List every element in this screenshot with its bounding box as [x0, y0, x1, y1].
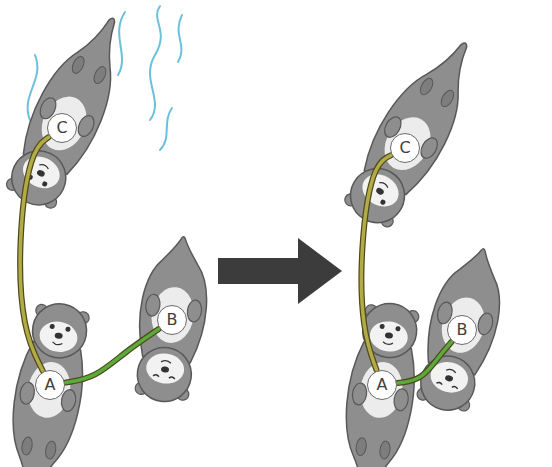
belly-badge: A: [367, 370, 397, 400]
otter-figure: [128, 232, 216, 405]
badge-letter: C: [56, 120, 67, 136]
badge-letter: B: [457, 322, 468, 338]
drift-line: [118, 12, 125, 75]
strand-fill: [20, 137, 49, 371]
belly-badge: B: [447, 315, 477, 345]
belly-badge: B: [157, 305, 187, 335]
belly-badge: C: [47, 113, 77, 143]
transition-arrow: [218, 238, 342, 304]
strand-outline: [398, 342, 452, 383]
otter-figure: [336, 27, 494, 235]
kelp-strand: [20, 137, 49, 371]
badge-letter: A: [377, 377, 388, 393]
strand-outline: [66, 329, 159, 383]
strand-fill: [361, 155, 390, 370]
belly-badge: C: [390, 133, 420, 163]
badge-letter: A: [45, 377, 56, 393]
kelp-strand: [398, 342, 452, 383]
strand-fill: [66, 329, 159, 383]
kelp-strand: [361, 155, 390, 370]
drift-line: [160, 108, 172, 150]
otter-figure: [409, 240, 515, 417]
badge-letter: C: [399, 140, 410, 156]
drift-line: [178, 15, 182, 62]
otter-figure: [0, 5, 143, 217]
kelp-strand: [66, 329, 159, 383]
drift-line: [150, 6, 161, 120]
strand-outline: [20, 137, 49, 371]
strand-outline: [361, 155, 390, 370]
badge-letter: B: [167, 312, 178, 328]
strand-fill: [398, 342, 452, 383]
belly-badge: A: [35, 370, 65, 400]
otter-figure: [0, 299, 96, 467]
